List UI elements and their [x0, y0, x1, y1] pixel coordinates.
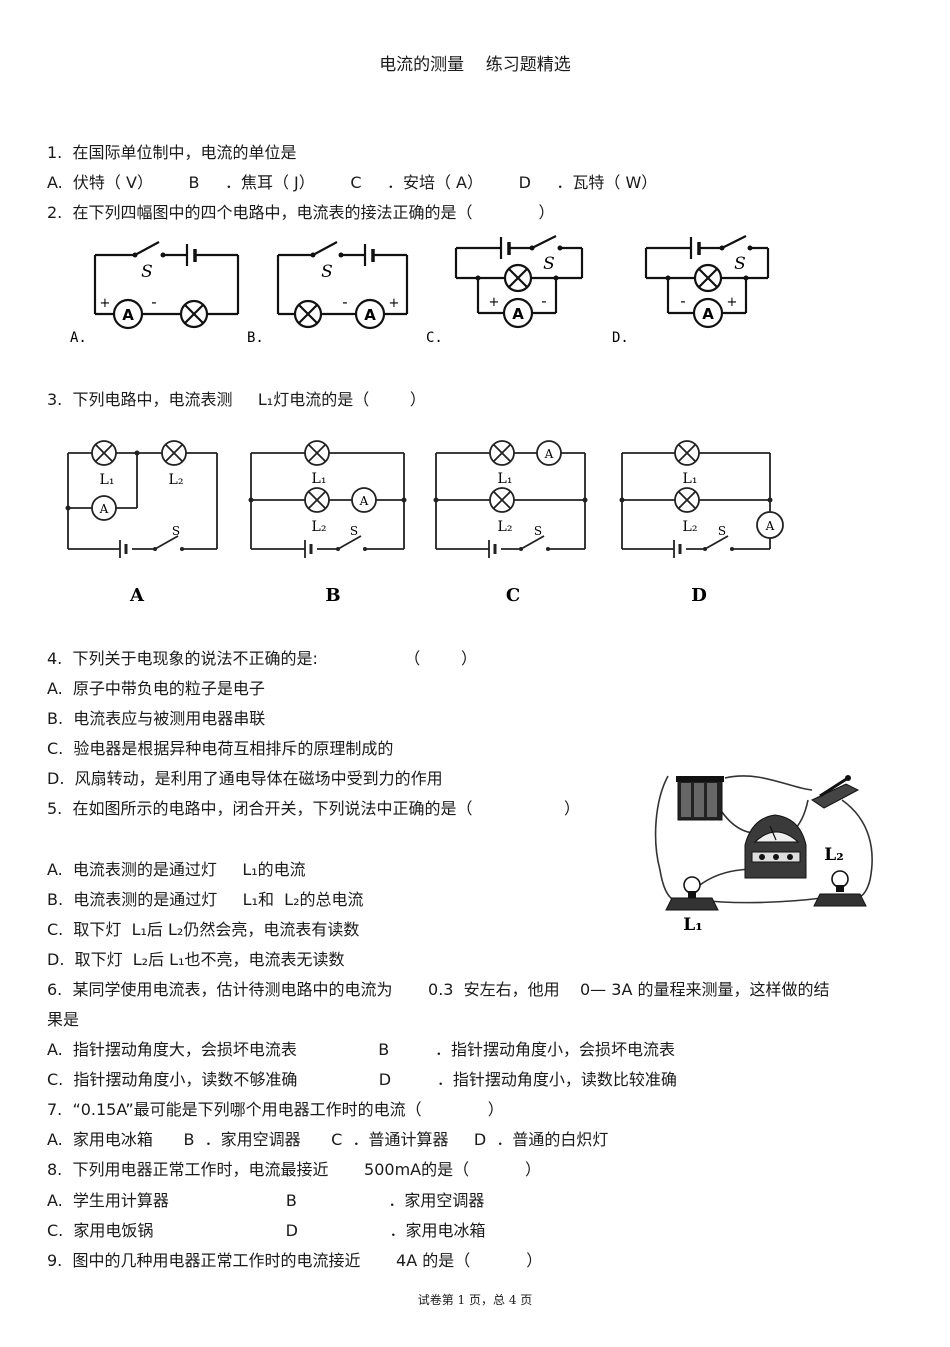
q2b-minus: - — [342, 293, 347, 311]
q3b-l1-label: L₁ — [312, 471, 327, 487]
q3-circuit-d — [621, 440, 784, 560]
q3a-l1-label: L₁ — [100, 472, 115, 488]
q4-option-a: A. 原子中带负电的粒子是电子 — [47, 679, 265, 698]
q5-stem: 5. 在如图所示的电路中，闭合开关，下列说法中正确的是（ ） — [47, 799, 580, 818]
q3b-switch-label: S — [350, 524, 358, 538]
q2a-switch-label: S — [141, 262, 153, 282]
q5-l1-label: L₁ — [683, 915, 702, 935]
q5-option-b: B. 电流表测的是通过灯 L₁和 L₂的总电流 — [47, 890, 364, 909]
q6-stem-continued: 果是 — [47, 1010, 80, 1029]
q3c-switch-label: S — [534, 524, 542, 538]
q3-label-d: D — [691, 585, 707, 606]
q2-circuit-figures: A S + - A. A S - + B. — [70, 235, 770, 346]
q1-options: A. 伏特（ V） B ．焦耳（ J） C ．安培（ A） D ．瓦特（ W） — [47, 173, 658, 192]
q2a-minus: - — [151, 293, 156, 311]
q5-battery — [676, 776, 724, 821]
q3b-ammeter-label: A — [359, 494, 369, 508]
q4-option-d: D. 风扇转动，是利用了通电导体在磁场中受到力的作用 — [47, 769, 443, 788]
q2d-switch-label: S — [734, 254, 746, 274]
q2-circuit-a — [93, 241, 240, 330]
q2a-ammeter-label: A — [122, 306, 134, 324]
q2-label-a: A. — [70, 330, 87, 346]
q3d-l2-label: L₂ — [683, 519, 698, 535]
q2-label-c: C. — [426, 330, 443, 346]
q7-options: A. 家用电冰箱 B ．家用空调器 C ．普通计算器 D ．普通的白炽灯 — [47, 1130, 609, 1149]
q3-label-a: A — [129, 585, 145, 606]
q5-option-d: D. 取下灯 L₂后 L₁也不亮，电流表无读数 — [47, 950, 345, 969]
q4-stem: 4. 下列关于电现象的说法不正确的是: （ ） — [47, 649, 477, 668]
page-title: 电流的测量 练习题精选 — [379, 55, 571, 75]
q9-stem: 9. 图中的几种用电器正常工作时的电流接近 4A 的是（ ） — [47, 1251, 543, 1270]
q3-circuit-a — [67, 440, 218, 560]
q5-lamp-l1 — [665, 876, 719, 911]
q2c-minus: - — [541, 292, 546, 310]
q8-options-ab: A. 学生用计算器 B ．家用空调器 — [47, 1191, 485, 1210]
q2b-ammeter-label: A — [364, 306, 376, 324]
q8-options-cd: C. 家用电饭锅 D ．家用电冰箱 — [47, 1221, 486, 1240]
q2-label-b: B. — [247, 330, 264, 346]
q2d-plus: + — [727, 295, 738, 310]
q3c-ammeter-label: A — [544, 447, 554, 461]
q3d-switch-label: S — [718, 524, 726, 538]
q5-option-a: A. 电流表测的是通过灯 L₁的电流 — [47, 860, 306, 879]
q2-circuit-c — [454, 235, 584, 329]
q2c-switch-label: S — [543, 254, 555, 274]
q3a-switch-label: S — [172, 524, 180, 538]
q2c-ammeter-label: A — [512, 305, 524, 323]
q7-stem: 7. “0.15A”最可能是下列哪个用电器工作时的电流（ ） — [47, 1100, 504, 1119]
page-footer: 试卷第 1 页，总 4 页 — [417, 1293, 533, 1307]
q2a-plus: + — [100, 296, 111, 311]
q4-option-b: B. 电流表应与被测用电器串联 — [47, 709, 266, 728]
q5-option-c: C. 取下灯 L₁后 L₂仍然会亮，电流表有读数 — [47, 920, 360, 939]
q3-label-c: C — [506, 585, 520, 606]
q2-label-d: D. — [612, 330, 629, 346]
q3d-ammeter-label: A — [765, 519, 775, 533]
q5-l2-label: L₂ — [824, 845, 843, 865]
q2-stem: 2. 在下列四幅图中的四个电路中，电流表的接法正确的是（ ） — [47, 203, 555, 222]
q3c-l2-label: L₂ — [498, 519, 513, 535]
q3b-l2-label: L₂ — [312, 519, 327, 535]
q2d-ammeter-label: A — [702, 305, 714, 323]
q5-apparatus-figure: L₁ L₂ — [654, 775, 873, 935]
q1-stem: 1. 在国际单位制中，电流的单位是 — [47, 143, 297, 162]
q8-stem: 8. 下列用电器正常工作时，电流最接近 500mA的是（ ） — [47, 1160, 542, 1179]
q6-stem: 6. 某同学使用电流表，估计待测电路中的电流为 0.3 安左右，他用 0— 3A… — [47, 980, 830, 999]
q3d-l1-label: L₁ — [683, 471, 698, 487]
q5-ammeter — [744, 814, 807, 879]
q3-circuit-figures: A L₁ L₂ S A A L₁ L₂ S B — [65, 440, 784, 606]
q5-lamp-l2 — [813, 870, 867, 907]
q3c-l1-label: L₁ — [498, 471, 513, 487]
q6-options-ab: A. 指针摆动角度大，会损坏电流表 B ．指针摆动角度小，会损坏电流表 — [47, 1040, 676, 1059]
q2b-plus: + — [389, 296, 400, 311]
q3a-l2-label: L₂ — [169, 472, 184, 488]
q3-label-b: B — [325, 585, 340, 606]
q2d-minus: - — [680, 292, 685, 310]
q2-circuit-b — [276, 241, 409, 330]
q4-option-c: C. 验电器是根据异种电荷互相排斥的原理制成的 — [47, 739, 394, 758]
q3a-ammeter-label: A — [99, 502, 109, 516]
q6-options-cd: C. 指针摆动角度小，读数不够准确 D ．指针摆动角度小，读数比较准确 — [47, 1070, 677, 1089]
q5-switch — [810, 775, 860, 809]
q2c-plus: + — [489, 295, 500, 310]
q2b-switch-label: S — [321, 262, 333, 282]
q3-stem: 3. 下列电路中，电流表测 L₁灯电流的是（ ） — [47, 390, 426, 409]
